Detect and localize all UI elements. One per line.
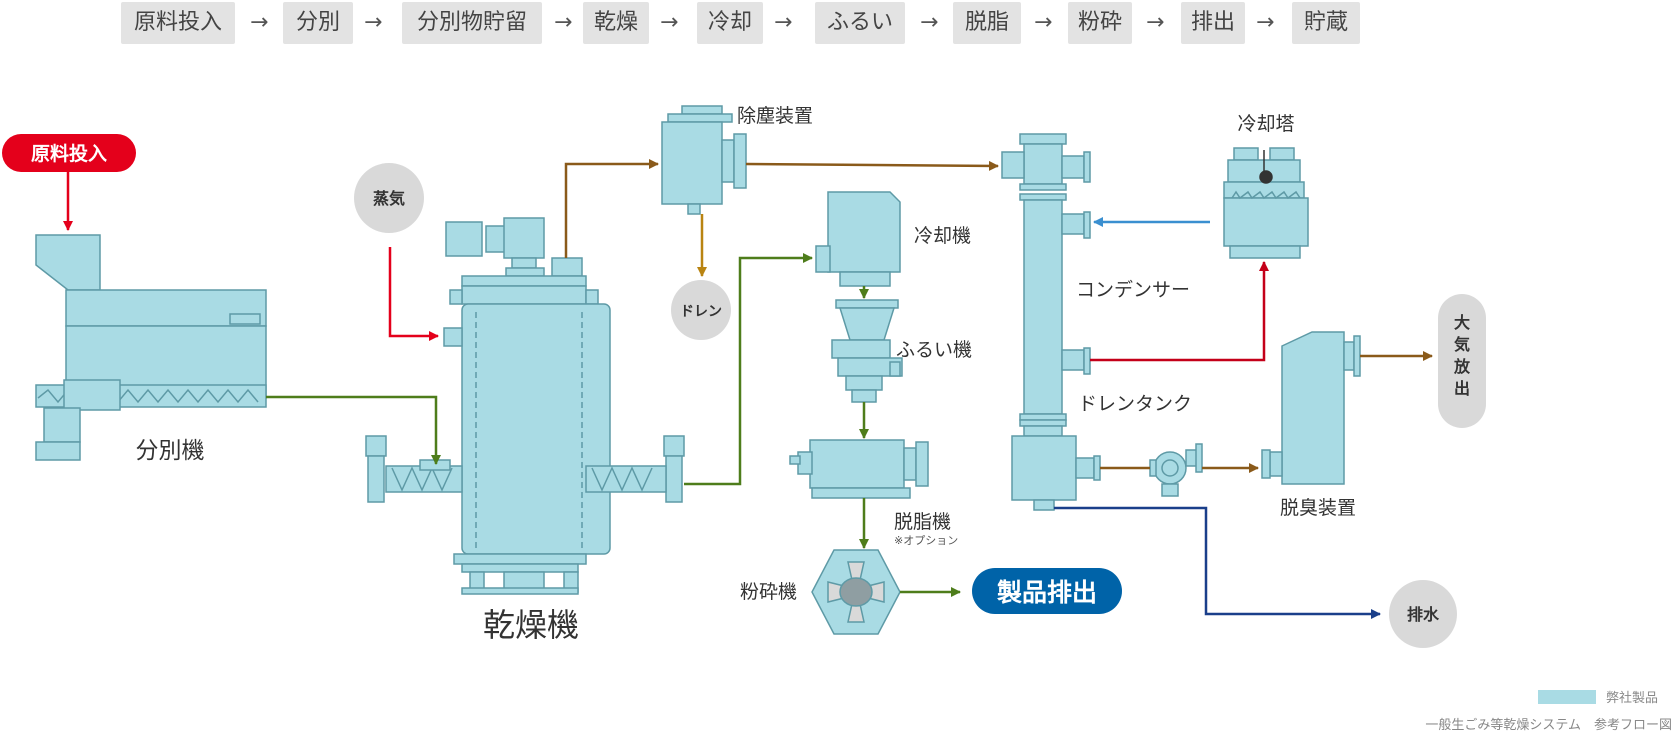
flow-sorter-to-dryer bbox=[266, 395, 441, 465]
step-arrow: → bbox=[1256, 10, 1275, 35]
step-arrow: → bbox=[364, 10, 383, 35]
step-arrow: → bbox=[1146, 10, 1165, 35]
raw-input-label: 原料投入 bbox=[31, 142, 107, 165]
condenser-label: コンデンサー bbox=[1076, 279, 1190, 301]
flow-dryer-to-cooler bbox=[684, 253, 813, 486]
drain-circle: ドレン bbox=[671, 280, 731, 340]
step-arrow: → bbox=[774, 10, 793, 35]
step-10: 貯蔵 bbox=[1292, 2, 1360, 44]
atmosphere-char: 大 bbox=[1454, 313, 1470, 332]
wastewater-circle: 排水 bbox=[1389, 580, 1457, 648]
legend-label: 弊社製品 bbox=[1606, 690, 1658, 706]
sieve-label: ふるい機 bbox=[896, 339, 972, 361]
atmosphere-label: 大気放出 bbox=[1453, 313, 1471, 398]
flow-dust-remover-to-condenser bbox=[745, 160, 999, 171]
crusher-machine bbox=[811, 549, 901, 635]
step-1: 原料投入 bbox=[121, 2, 235, 44]
step-3: 分別物貯留 bbox=[402, 2, 542, 44]
flow-exhaust-to-dust-remover bbox=[564, 159, 659, 258]
flow-warm-water bbox=[1090, 261, 1269, 362]
dust-remover-label: 除塵装置 bbox=[737, 105, 813, 127]
step-5: 冷却 bbox=[697, 2, 763, 44]
dryer-machine bbox=[365, 217, 685, 595]
flow-to-wastewater bbox=[1054, 506, 1381, 619]
step-8: 粉砕 bbox=[1068, 2, 1132, 44]
step-arrow: → bbox=[660, 10, 679, 35]
process-steps-bar: 原料投入 → 分別 → 分別物貯留 → 乾燥 → 冷却 → ふるい → 脱脂 → 粉砕 → 排出 → 貯蔵 bbox=[0, 0, 1674, 60]
option-note: ※オプション bbox=[894, 534, 958, 547]
crusher-label: 粉砕機 bbox=[740, 581, 797, 603]
cooler-machine bbox=[815, 191, 901, 287]
wastewater-label: 排水 bbox=[1407, 605, 1440, 624]
caption: 一般生ごみ等乾燥システム 参考フロー図 bbox=[1425, 717, 1672, 733]
step-4: 乾燥 bbox=[583, 2, 649, 44]
sieve-machine bbox=[831, 299, 903, 403]
dust-remover bbox=[661, 105, 747, 215]
degreaser-label: 脱脂機 bbox=[894, 511, 951, 533]
atmosphere-char: 出 bbox=[1454, 379, 1470, 398]
pump bbox=[1149, 443, 1203, 497]
step-arrow: → bbox=[250, 10, 269, 35]
cooling-tower bbox=[1223, 147, 1309, 259]
steam-circle: 蒸気 bbox=[354, 163, 424, 233]
atmosphere-char: 放 bbox=[1453, 357, 1471, 376]
atmosphere-badge: 大気放出 bbox=[1438, 294, 1486, 428]
step-arrow: → bbox=[554, 10, 573, 35]
cooling-tower-label: 冷却塔 bbox=[1237, 113, 1294, 135]
step-7: 脱脂 bbox=[953, 2, 1021, 44]
atmosphere-char: 気 bbox=[1454, 335, 1470, 354]
product-out-label: 製品排出 bbox=[996, 578, 1097, 607]
legend-swatch bbox=[1538, 690, 1596, 704]
legend: 弊社製品 bbox=[1538, 690, 1658, 706]
step-arrow: → bbox=[920, 10, 939, 35]
raw-input-badge: 原料投入 bbox=[2, 134, 136, 172]
step-6: ふるい bbox=[815, 2, 905, 44]
flow-steam bbox=[388, 247, 439, 341]
cooler-label: 冷却機 bbox=[914, 225, 971, 247]
product-out-badge: 製品排出 bbox=[972, 568, 1122, 614]
sorter-label: 分別機 bbox=[136, 438, 205, 464]
step-9: 排出 bbox=[1181, 2, 1245, 44]
dryer-label: 乾燥機 bbox=[483, 606, 579, 644]
deodorizer-label: 脱臭装置 bbox=[1280, 497, 1356, 519]
steam-label: 蒸気 bbox=[373, 189, 405, 208]
sorter-machine bbox=[35, 234, 267, 461]
step-2: 分別 bbox=[283, 2, 353, 44]
condenser-tower bbox=[1001, 133, 1101, 511]
deodorizer bbox=[1261, 331, 1361, 485]
step-arrow: → bbox=[1034, 10, 1053, 35]
drain-tank-label: ドレンタンク bbox=[1078, 393, 1192, 415]
degreaser-machine bbox=[789, 439, 929, 499]
drain-label: ドレン bbox=[680, 304, 722, 320]
